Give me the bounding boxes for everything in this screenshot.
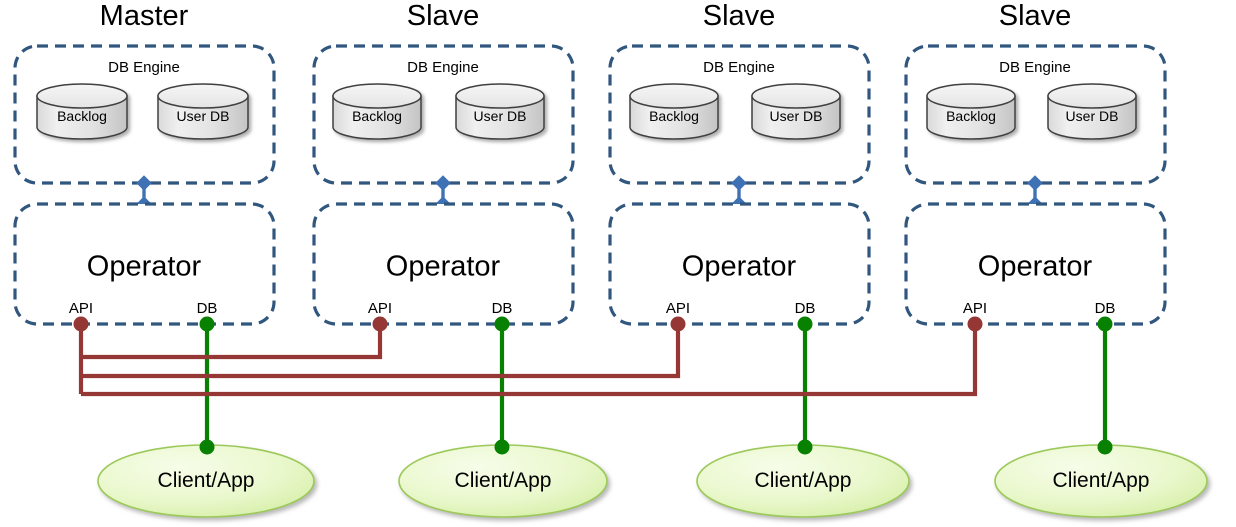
cylinder-backlog (926, 83, 1016, 140)
cylinder-label-user-db-slave-3: User DB (1065, 108, 1119, 124)
column-title-slave-3: Slave (998, 0, 1072, 32)
cylinder-label-backlog-slave-1: Backlog (352, 108, 402, 124)
api-replication-bus (78, 324, 978, 397)
api-link-slave-2 (81, 324, 681, 379)
operator-label-slave-3: Operator (977, 250, 1093, 283)
db-link-endpoint-dot (494, 439, 510, 455)
api-link-slave-1 (81, 324, 383, 360)
cylinder-user-db (751, 83, 841, 140)
column-slave-2 (608, 44, 910, 518)
db-engine-box (312, 44, 575, 185)
cylinder-user-db (157, 83, 249, 140)
operator-label-master: Operator (86, 250, 202, 283)
cylinder-user-db (1047, 83, 1137, 140)
api-port-label-slave-3: API (962, 300, 988, 317)
client-label-slave-2: Client/App (754, 469, 852, 492)
column-title-master: Master (99, 0, 189, 32)
operator-label-slave-2: Operator (681, 250, 797, 283)
db-link-endpoint-dot (199, 439, 215, 455)
db-engine-label-master: DB Engine (108, 59, 180, 76)
cylinder-label-backlog-master: Backlog (57, 108, 107, 124)
db-engine-box (904, 44, 1167, 185)
api-port-label-master: API (68, 300, 94, 317)
cylinder-label-user-db-slave-2: User DB (769, 108, 823, 124)
db-engine-box (13, 44, 276, 185)
operator-box (13, 202, 276, 326)
db-engine-label-slave-1: DB Engine (407, 59, 479, 76)
operator-box (904, 202, 1167, 326)
db-engine-box (608, 44, 871, 185)
cylinder-backlog (332, 83, 422, 140)
operator-box (608, 202, 871, 326)
api-port-label-slave-1: API (367, 300, 393, 317)
db-port-label-slave-1: DB (491, 300, 513, 317)
client-label-slave-1: Client/App (454, 469, 552, 492)
api-port-label-slave-2: API (665, 300, 691, 317)
column-slave-1 (312, 44, 608, 518)
db-engine-label-slave-2: DB Engine (703, 59, 775, 76)
column-title-slave-1: Slave (406, 0, 480, 32)
api-link-slave-3 (81, 324, 978, 397)
operator-box (312, 202, 575, 326)
column-master (13, 44, 315, 518)
client-label-master: Client/App (157, 469, 255, 492)
cylinder-label-user-db-master: User DB (176, 108, 230, 124)
client-label-slave-3: Client/App (1052, 469, 1150, 492)
cylinder-backlog (36, 83, 128, 140)
cylinder-label-backlog-slave-3: Backlog (946, 108, 996, 124)
cylinder-backlog (629, 83, 719, 140)
db-link-endpoint-dot (1097, 439, 1113, 455)
db-port-label-slave-2: DB (794, 300, 816, 317)
operator-label-slave-1: Operator (385, 250, 501, 283)
column-slave-3 (904, 44, 1208, 518)
cylinder-label-user-db-slave-1: User DB (473, 108, 527, 124)
db-port-label-master: DB (196, 300, 218, 317)
db-link-endpoint-dot (797, 439, 813, 455)
cylinder-user-db (455, 83, 545, 140)
cylinder-label-backlog-slave-2: Backlog (649, 108, 699, 124)
db-engine-label-slave-3: DB Engine (999, 59, 1071, 76)
db-port-label-slave-3: DB (1094, 300, 1116, 317)
column-title-slave-2: Slave (702, 0, 776, 32)
